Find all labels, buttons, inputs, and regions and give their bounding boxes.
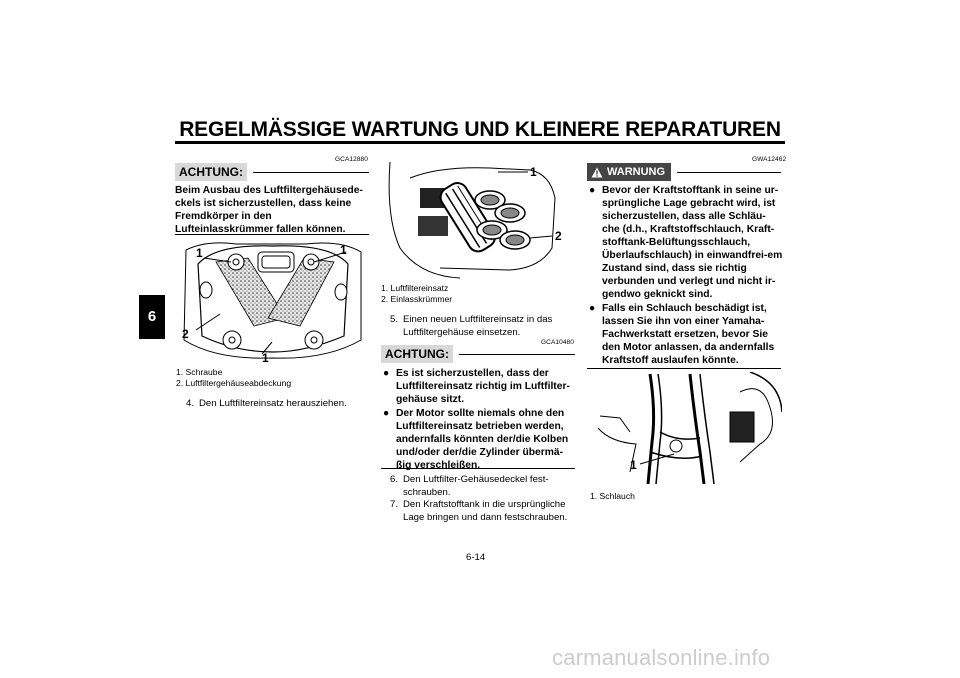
figure-air-filter-element: 1 2 — [388, 161, 562, 279]
fig3-label-1: 1 — [630, 458, 637, 472]
figure-hose: 1 — [597, 372, 782, 485]
notice-rule — [175, 234, 369, 235]
achtung-bullets-2: ●Es ist sicherzustellen, dass der Luftfi… — [381, 367, 577, 473]
fig2-label-2: 2 — [555, 229, 562, 243]
fig1-caption-1: 1. Schraube — [176, 367, 223, 377]
fig3-caption-1: 1. Schlauch — [590, 491, 635, 501]
chapter-tab: 6 — [139, 295, 165, 339]
notice-code-2: GCA10480 — [541, 339, 574, 346]
step-6: 6. Den Luftfilter-Gehäusedeckel fest-sch… — [390, 474, 549, 498]
warning-badge: WARNUNG — [587, 163, 672, 181]
fig1-label-1c: 1 — [262, 351, 269, 364]
warning-rule — [587, 368, 781, 369]
step-5: 5. Einen neuen Luftfiltereinsatz in das … — [390, 314, 553, 338]
achtung-header-2: ACHTUNG: — [381, 345, 575, 363]
page-number: 6-14 — [466, 552, 486, 563]
fig2-label-1: 1 — [530, 165, 537, 179]
list-item: ●Der Motor sollte niemals ohne den Luftf… — [383, 408, 569, 471]
achtung-text: Beim Ausbau des Luftfiltergehäusede-ckel… — [175, 185, 363, 235]
figure-air-filter-cover: 1 1 2 1 — [182, 242, 362, 364]
achtung-badge-2: ACHTUNG: — [381, 345, 453, 363]
title-rule — [175, 141, 785, 144]
fig1-label-1b: 1 — [340, 243, 347, 257]
achtung-header: ACHTUNG: — [175, 163, 369, 181]
step-7: 7. Den Kraftstofftank in die ursprünglic… — [390, 499, 568, 523]
warning-bullets: ●Bevor der Kraftstofftank in seine ur-sp… — [587, 184, 783, 368]
page-title: REGELMÄSSIGE WARTUNG UND KLEINERE REPARA… — [179, 118, 781, 141]
warning-header: WARNUNG — [587, 163, 781, 181]
notice-code: GCA12880 — [335, 156, 368, 163]
step-4: 4. Den Luftfiltereinsatz herausziehen. — [186, 398, 347, 409]
achtung-badge: ACHTUNG: — [175, 163, 247, 181]
warning-code: GWA12462 — [752, 156, 787, 163]
fig2-caption-1: 1. Luftfiltereinsatz — [381, 283, 449, 293]
fig1-label-2: 2 — [182, 327, 189, 341]
watermark-link[interactable]: carmanualsonline.info — [552, 645, 771, 670]
notice-rule-2 — [381, 468, 575, 469]
list-item: ●Falls ein Schlauch beschädigt ist, lass… — [589, 303, 775, 366]
list-item: ●Bevor der Kraftstofftank in seine ur-sp… — [589, 185, 783, 300]
fig1-caption-2: 2. Luftfiltergehäuseabdeckung — [176, 378, 292, 388]
fig1-label-1a: 1 — [196, 246, 203, 260]
fig2-caption-2: 2. Einlasskrümmer — [381, 294, 453, 304]
list-item: ●Es ist sicherzustellen, dass der Luftfi… — [383, 368, 570, 405]
warning-triangle-icon — [591, 167, 603, 177]
